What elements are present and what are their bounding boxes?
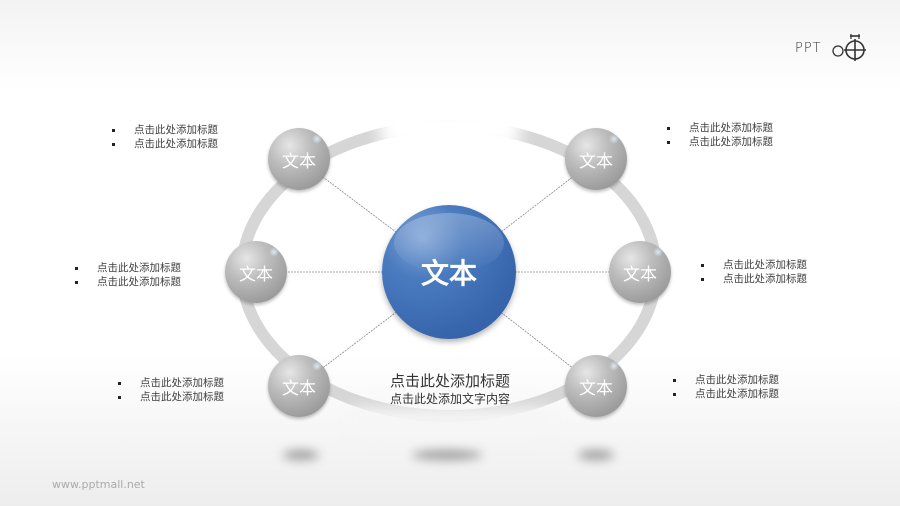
ring-fade [350, 408, 550, 432]
bullet-group-bottom-right: 点击此处添加标题 点击此处添加标题 [671, 373, 779, 401]
node-top-right[interactable]: 文本 [565, 128, 627, 190]
ring-fade [380, 108, 520, 148]
ground-shadow [578, 450, 614, 460]
bullet-group-mid-right: 点击此处添加标题 点击此处添加标题 [699, 258, 807, 286]
bullet-group-top-right: 点击此处添加标题 点击此处添加标题 [665, 121, 773, 149]
bullet-item[interactable]: 点击此处添加标题 [110, 137, 218, 151]
node-bottom-left[interactable]: 文本 [268, 355, 330, 417]
caption-title[interactable]: 点击此处添加标题 [389, 372, 510, 390]
bullet-group-mid-left: 点击此处添加标题 点击此处添加标题 [73, 261, 181, 289]
caption-subtitle[interactable]: 点击此处添加文字内容 [389, 392, 510, 406]
bullet-item[interactable]: 点击此处添加标题 [665, 121, 773, 135]
logo-text: PPT [795, 41, 822, 56]
node-label: 文本 [579, 378, 613, 399]
bullet-item[interactable]: 点击此处添加标题 [73, 261, 181, 275]
bullet-item[interactable]: 点击此处添加标题 [671, 373, 779, 387]
node-label: 文本 [579, 151, 613, 172]
bullet-group-top-left: 点击此处添加标题 点击此处添加标题 [110, 123, 218, 151]
bullet-item[interactable]: 点击此处添加标题 [116, 390, 224, 404]
node-bottom-right[interactable]: 文本 [565, 355, 627, 417]
bullet-item[interactable]: 点击此处添加标题 [73, 275, 181, 289]
node-label: 文本 [282, 378, 316, 399]
bullet-group-bottom-left: 点击此处添加标题 点击此处添加标题 [116, 376, 224, 404]
bullet-item[interactable]: 点击此处添加标题 [671, 387, 779, 401]
node-label: 文本 [239, 264, 273, 285]
footer-url: www.pptmall.net [52, 478, 145, 491]
bullet-item[interactable]: 点击此处添加标题 [699, 258, 807, 272]
ground-shadow [412, 450, 482, 460]
bullet-item[interactable]: 点击此处添加标题 [665, 135, 773, 149]
bullet-item[interactable]: 点击此处添加标题 [699, 272, 807, 286]
center-label: 文本 [420, 257, 477, 290]
node-label: 文本 [623, 264, 657, 285]
bullet-item[interactable]: 点击此处添加标题 [116, 376, 224, 390]
node-mid-right[interactable]: 文本 [609, 241, 671, 303]
node-mid-left[interactable]: 文本 [225, 241, 287, 303]
center-caption: 点击此处添加标题 点击此处添加文字内容 [360, 372, 540, 407]
node-top-left[interactable]: 文本 [268, 128, 330, 190]
node-label: 文本 [282, 151, 316, 172]
center-node[interactable]: 文本 [382, 205, 516, 339]
logo: PPT [795, 33, 873, 63]
bullet-item[interactable]: 点击此处添加标题 [110, 123, 218, 137]
compass-circle-icon [832, 34, 866, 61]
ground-shadow [283, 450, 319, 460]
